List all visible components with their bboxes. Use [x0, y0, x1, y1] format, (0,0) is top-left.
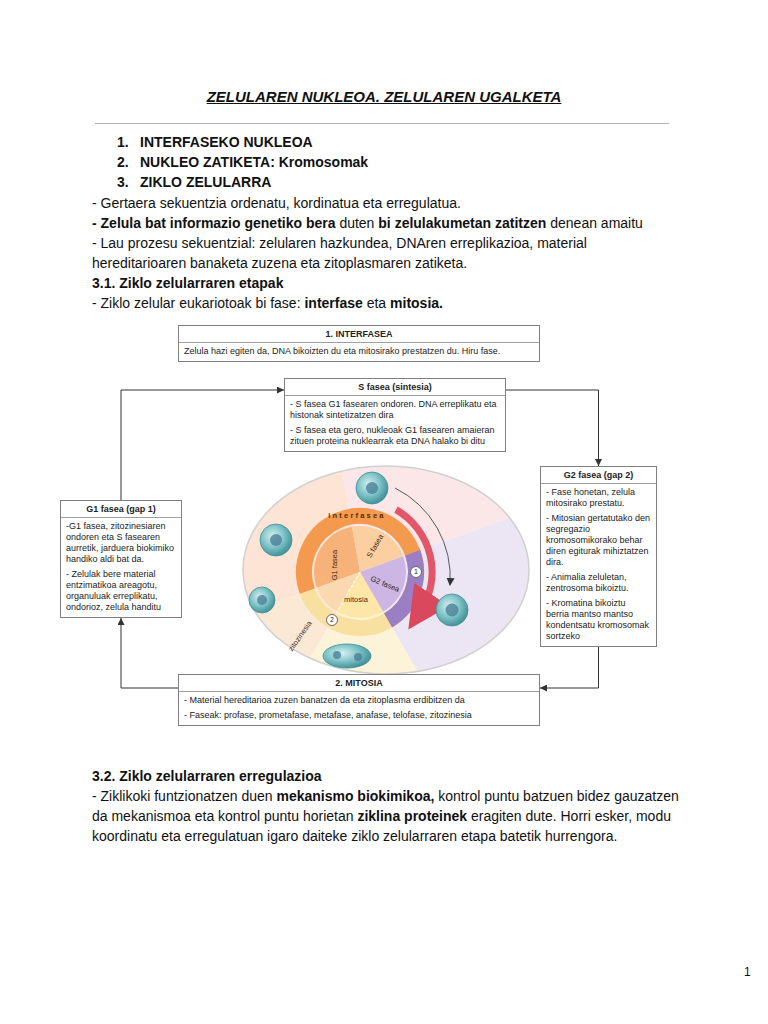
box-text: - Mitosian gertatutako den segregazio kr…: [541, 511, 656, 570]
box-text: - Kromatina bikoiztu berria mantso mants…: [541, 596, 656, 646]
phase-box: G2 fasea (gap 2)- Fase honetan, zelula m…: [540, 466, 657, 647]
text-paragraph: ZIKLO ZELULARRA: [140, 172, 271, 192]
box-text: - Fase honetan, zelula mitosirako presta…: [541, 484, 656, 511]
text-paragraph: 1.: [117, 132, 129, 152]
phase-label: mitosia: [344, 595, 368, 604]
text-paragraph: 3.1. Ziklo zelularraren etapak: [92, 273, 283, 293]
bold-text: NUKLEO ZATIKETA: Kromosomak: [140, 154, 368, 170]
cycle-connector: [506, 390, 599, 466]
box-heading: G2 fasea (gap 2): [541, 467, 656, 484]
box-heading: 2. MITOSIA: [179, 675, 539, 692]
callout-number: 2: [326, 614, 338, 626]
text-paragraph: 2.: [117, 152, 129, 172]
bold-text: INTERFASEKO NUKLEOA: [140, 134, 313, 150]
bold-text: ZIKLO ZELULARRA: [140, 174, 271, 190]
text-paragraph: 3.: [117, 172, 129, 192]
bold-text: 2.: [117, 154, 129, 170]
body-text: duten: [339, 215, 374, 231]
cycle-connector: [121, 618, 178, 688]
cycle-outline: [243, 466, 529, 674]
box-text: - S fasea eta gero, nukleoak G1 fasearen…: [285, 423, 505, 451]
box-text: - Faseak: profase, prometafase, metafase…: [179, 708, 539, 725]
box-heading: S fasea (sintesia): [285, 379, 505, 396]
box-text: - Animalia zeluletan, zentrosoma bikoizt…: [541, 570, 656, 596]
text-paragraph: - Ziklikoki funtzionatzen duen mekanismo…: [92, 786, 682, 846]
title-rule: [95, 123, 669, 124]
bold-text: mekanismo biokimikoa,: [276, 788, 434, 804]
cycle-connector: [540, 647, 599, 688]
bold-text: 3.2. Ziklo zelularraren erregulazioa: [92, 768, 322, 784]
text-paragraph: - Ziklo zelular eukariotoak bi fase: int…: [92, 293, 692, 313]
phase-label: zitozinesia: [286, 619, 313, 653]
phase-label: interfasea: [328, 511, 385, 520]
box-text: -G1 fasea, zitozinesiaren ondoren eta S …: [61, 518, 181, 567]
text-paragraph: - Gertaera sekuentzia ordenatu, kordinat…: [92, 193, 692, 213]
body-text: - Lau prozesu sekuentzial: zelularen haz…: [92, 235, 587, 271]
box-text: Zelula hazi egiten da, DNA bikoizten du …: [179, 343, 539, 361]
text-paragraph: INTERFASEKO NUKLEOA: [140, 132, 313, 152]
text-paragraph: - Lau prozesu sekuentzial: zelularen haz…: [92, 233, 682, 273]
phase-label: G1 fasea: [330, 550, 339, 580]
box-text: - Zelulak bere material entzimatikoa are…: [61, 567, 181, 617]
body-text: denean amaitu: [550, 215, 643, 231]
body-text: - Gertaera sekuentzia ordenatu, kordinat…: [92, 195, 461, 211]
bold-text: ziklina proteinek: [357, 808, 467, 824]
body-text: - Ziklo zelular eukariotoak bi fase:: [92, 295, 301, 311]
phase-label: S fasea: [365, 533, 386, 560]
phase-label: G2 fasea: [369, 574, 401, 594]
cycle-connector: [121, 390, 284, 500]
phase-box: 2. MITOSIA- Material hereditarioa zuzen …: [178, 674, 540, 726]
bold-text: interfase: [304, 295, 362, 311]
box-text: - Material hereditarioa zuzen banatzen d…: [179, 692, 539, 708]
phase-box: 1. INTERFASEAZelula hazi egiten da, DNA …: [178, 325, 540, 362]
progress-arrow: [396, 510, 432, 612]
cells: [249, 472, 468, 668]
page-title: ZELULAREN NUKLEOA. ZELULAREN UGALKETA: [0, 88, 768, 105]
text-paragraph: 1: [744, 962, 751, 982]
text-paragraph: NUKLEO ZATIKETA: Kromosomak: [140, 152, 368, 172]
bold-text: bi zelulakumetan zatitzen: [378, 215, 546, 231]
text-paragraph: - Zelula bat informazio genetiko bera du…: [92, 213, 712, 233]
bold-text: - Zelula bat informazio genetiko bera: [92, 215, 335, 231]
bold-text: mitosia.: [390, 295, 443, 311]
text-paragraph: 3.2. Ziklo zelularraren erregulazioa: [92, 766, 322, 786]
thin-arrow: [395, 488, 450, 585]
bold-text: 1.: [117, 134, 129, 150]
box-heading: 1. INTERFASEA: [179, 326, 539, 343]
phase-box: S fasea (sintesia)- S fasea G1 fasearen …: [284, 378, 506, 452]
bold-text: 3.1. Ziklo zelularraren etapak: [92, 275, 283, 291]
bold-text: 3.: [117, 174, 129, 190]
callout-number: 1: [410, 566, 422, 578]
body-text: 1: [744, 965, 751, 979]
box-text: - S fasea G1 fasearen ondoren. DNA errep…: [285, 396, 505, 423]
phase-box: G1 fasea (gap 1)-G1 fasea, zitozinesiare…: [60, 500, 182, 618]
body-text: eta: [367, 295, 386, 311]
box-heading: G1 fasea (gap 1): [61, 501, 181, 518]
phase-ring: [304, 516, 416, 628]
phase-sectors: [140, 352, 580, 792]
body-text: - Ziklikoki funtzionatzen duen: [92, 788, 273, 804]
